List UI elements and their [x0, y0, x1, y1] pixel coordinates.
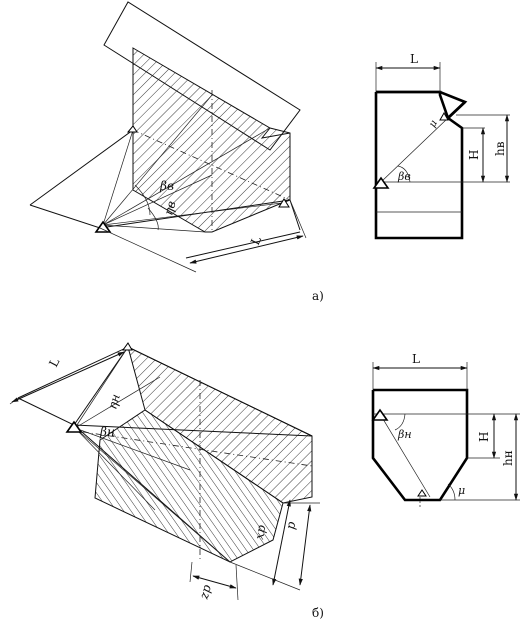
label-h-b: hн: [501, 450, 515, 466]
caption-b: б): [312, 606, 324, 620]
section-b-outline: [371, 388, 469, 502]
eta-arc: [147, 207, 159, 231]
label-beta-b-iso: βн: [99, 425, 115, 439]
label-mu-a-sec: μ: [427, 118, 440, 129]
label-x-b: xp: [252, 524, 268, 541]
label-z-b: zp: [197, 583, 214, 601]
mark-triangle-a-sec: [439, 111, 449, 121]
label-p-b: p: [283, 520, 298, 530]
figure-a-section: L H hв βв μ: [372, 52, 510, 240]
hatched-wall: [132, 47, 291, 233]
figure-b-section: L H hн βн μ: [371, 352, 520, 508]
caption-a: а): [312, 289, 324, 303]
ray-lines: [102, 94, 283, 233]
section-a-outline: [374, 90, 468, 240]
dim-L-line: [185, 231, 301, 259]
mark-triangle-2: [278, 198, 290, 208]
figure-a-isometric: L βв ηв: [29, 1, 307, 273]
label-L-b-iso: L: [46, 356, 62, 370]
label-H-a: H: [467, 150, 481, 160]
mark-triangle-b-sec: [417, 489, 427, 497]
label-L-a-sec: L: [410, 52, 418, 66]
wall-notch: [260, 127, 291, 139]
ground-plane: [29, 129, 134, 206]
label-L-a-iso: L: [248, 234, 264, 247]
mark-triangle-b: [122, 342, 133, 351]
axis-dash-b: [69, 429, 313, 467]
label-beta-a-iso: βв: [159, 179, 174, 193]
label-beta-a-sec: βв: [397, 170, 411, 183]
label-eta-a-iso: ηв: [161, 199, 178, 216]
label-H-b: H: [477, 432, 491, 442]
beta-arc: [134, 184, 151, 216]
label-L-b-sec: L: [412, 352, 420, 366]
source-symbol-b: [65, 420, 83, 433]
mark-triangle-1: [126, 125, 138, 133]
label-beta-b-sec: βн: [397, 428, 412, 441]
label-eta-b-iso: ηн: [105, 392, 122, 410]
axis-dash: [132, 129, 291, 201]
source-symbol-a-sec: [372, 176, 390, 189]
source-symbol-b-sec: [371, 408, 389, 421]
figure-b-isometric: L xp p zp βн ηн: [9, 342, 320, 601]
label-mu-b-sec: μ: [458, 484, 465, 497]
label-h-a: hв: [493, 141, 507, 156]
source-symbol: [94, 220, 112, 233]
